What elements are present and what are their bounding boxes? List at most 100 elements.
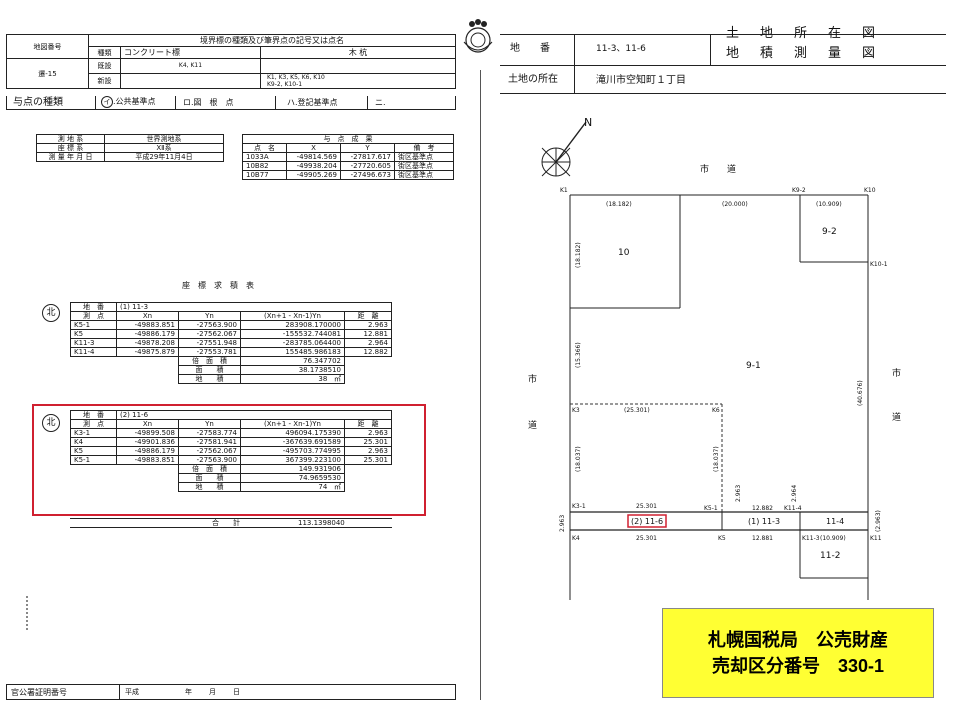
point-k5: K5 bbox=[718, 535, 726, 542]
col-header: Xn bbox=[116, 311, 179, 321]
parcel-10-label: 10 bbox=[618, 248, 630, 258]
base-point-ro: ロ.図 根 点 bbox=[183, 98, 234, 107]
cell: -49901.836 bbox=[116, 437, 179, 447]
control-cell: -49938.204 bbox=[286, 161, 341, 171]
cell: -49875.879 bbox=[116, 347, 179, 357]
cell: K11-3 bbox=[70, 338, 117, 348]
land-label: 地 積 bbox=[178, 482, 241, 492]
cell: -283785.064400 bbox=[240, 338, 345, 348]
coord-label: 座 標 系 bbox=[36, 143, 105, 153]
dim-k3-k6: (25.301) bbox=[624, 407, 650, 414]
cell: 2.963 bbox=[344, 446, 392, 456]
col-header: 距 離 bbox=[344, 311, 392, 321]
control-cell: 街区基準点 bbox=[394, 170, 454, 180]
cell: 25.301 bbox=[344, 455, 392, 465]
survey-system-table: 測 地 系 世界測地系 座 標 系 ⅩⅡ系 測 量 年 月 日 平成29年11月… bbox=[36, 134, 224, 162]
col-header: 測 点 bbox=[70, 419, 117, 429]
dim-top-11-3: 12.882 bbox=[752, 505, 773, 512]
double-area-value: 149.931906 bbox=[240, 464, 345, 474]
col-header: Xn bbox=[116, 419, 179, 429]
col-header: (Xn+1 - Xn-1)Yn bbox=[240, 311, 345, 321]
cert-year: 年 bbox=[185, 688, 192, 696]
dim-top-10: (18.182) bbox=[606, 201, 632, 208]
area-label: 面 積 bbox=[178, 365, 241, 375]
lot-label: 地 番 bbox=[510, 43, 550, 54]
point-k11-4: K11-4 bbox=[784, 505, 802, 512]
parcel-11-2-label: 11-2 bbox=[820, 551, 840, 561]
dim-left-edge: 2.963 bbox=[559, 515, 566, 532]
parcel2-table: 地 番 (2) 11-6 測 点 Xn Yn (Xn+1 - Xn-1)Yn 距… bbox=[70, 410, 392, 492]
cell: 2.963 bbox=[344, 428, 392, 438]
table-row: K5-1 -49883.851 -27563.900 367399.223100… bbox=[70, 455, 392, 465]
control-cell: 1033A bbox=[242, 152, 287, 162]
dim-left-10: (18.182) bbox=[575, 242, 582, 268]
cell: K3-1 bbox=[70, 428, 117, 438]
table-row: K5 -49886.179 -27562.067 -155532.744081 … bbox=[70, 329, 392, 339]
cell: -27563.900 bbox=[178, 320, 241, 330]
col-header: (Xn+1 - Xn-1)Yn bbox=[240, 419, 345, 429]
cell: 2.964 bbox=[344, 338, 392, 348]
cell: -367639.691589 bbox=[240, 437, 345, 447]
dim-right-edge: (2.963) bbox=[875, 510, 882, 532]
cell: -49886.179 bbox=[116, 446, 179, 456]
date-label: 測 量 年 月 日 bbox=[36, 152, 105, 162]
north-mark-icon: 北 bbox=[42, 304, 60, 322]
new-label: 新設 bbox=[88, 73, 121, 89]
point-k9-2: K9-2 bbox=[792, 187, 806, 194]
land-label: 地 積 bbox=[178, 374, 241, 384]
control-cell: -49814.569 bbox=[286, 152, 341, 162]
dim-bottom-11-2: (10.909) bbox=[820, 535, 846, 542]
base-points-row: 与点の種類 イ.公共基準点 ロ.図 根 点 ハ.登記基準点 ニ. bbox=[6, 96, 456, 110]
control-cell: -27817.617 bbox=[340, 152, 395, 162]
point-k3-1: K3-1 bbox=[572, 503, 586, 510]
road-top-label: 市 道 bbox=[700, 163, 736, 175]
point-k1: K1 bbox=[560, 187, 568, 194]
col-header: 距 離 bbox=[344, 419, 392, 429]
parcel-11-3-label: (1) 11-3 bbox=[748, 517, 780, 526]
double-area-label: 倍 面 積 bbox=[178, 464, 241, 474]
control-header: Y bbox=[340, 143, 395, 153]
parcel1-mark: 北 bbox=[42, 300, 60, 322]
parcel-9-1-label: 9-1 bbox=[746, 361, 761, 371]
point-k4: K4 bbox=[572, 535, 580, 542]
highlight-box-map-11-6 bbox=[627, 514, 667, 528]
map-no-value: 遷-15 bbox=[6, 58, 89, 89]
table-row: K11-3 -49878.208 -27551.948 -283785.0644… bbox=[70, 338, 392, 348]
boundary-title: 境界標の種類及び筆界点の記号又は点名 bbox=[88, 34, 456, 47]
lot-value: 11-3、11-6 bbox=[596, 44, 646, 54]
lot-value: (1) 11-3 bbox=[116, 302, 392, 312]
right-header: 地 番 11-3、11-6 土 地 所 在 図 地 積 測 量 図 土地の所在 … bbox=[500, 27, 946, 94]
cert-era: 平成 bbox=[125, 688, 139, 696]
table-row: K5-1 -49883.851 -27563.900 283908.170000… bbox=[70, 320, 392, 330]
concrete-type: コンクリート標 bbox=[120, 46, 261, 59]
control-header: X bbox=[286, 143, 341, 153]
cell: -49883.851 bbox=[116, 455, 179, 465]
land-unit: ㎡ bbox=[334, 375, 341, 383]
map-no-label: 地図番号 bbox=[6, 34, 89, 59]
road-right-label-2: 道 bbox=[892, 411, 901, 423]
road-left-label-2: 道 bbox=[528, 419, 537, 431]
compass-icon: N bbox=[541, 116, 592, 177]
location-label: 土地の所在 bbox=[508, 74, 558, 85]
cell: -27563.900 bbox=[178, 455, 241, 465]
existing-label: 既設 bbox=[88, 58, 121, 74]
cell: K5-1 bbox=[70, 320, 117, 330]
point-k10-1: K10-1 bbox=[870, 261, 888, 268]
road-right-label-1: 市 bbox=[892, 367, 901, 379]
cell: -27562.067 bbox=[178, 446, 241, 456]
cell: -155532.744081 bbox=[240, 329, 345, 339]
cell: K5-1 bbox=[70, 455, 117, 465]
dim-bottom-11-6: 25.301 bbox=[636, 535, 657, 542]
table-row: K11-4 -49875.879 -27553.781 155485.98618… bbox=[70, 347, 392, 357]
cell: K5 bbox=[70, 446, 117, 456]
land-unit: ㎡ bbox=[334, 483, 341, 491]
notice-line-1: 札幌国税局 公売財産 bbox=[708, 630, 888, 650]
highlight-box-parcel2 bbox=[32, 404, 426, 516]
parcel-9-2-label: 9-2 bbox=[822, 227, 837, 237]
north-mark-icon: 北 bbox=[42, 414, 60, 432]
dim-top-9-2: (10.909) bbox=[816, 201, 842, 208]
area-value: 74.9659530 bbox=[240, 473, 345, 483]
total-row: 合 計 113.1398040 bbox=[70, 518, 392, 528]
existing-concrete: K4, K11 bbox=[120, 58, 261, 74]
cell: -27553.781 bbox=[178, 347, 241, 357]
